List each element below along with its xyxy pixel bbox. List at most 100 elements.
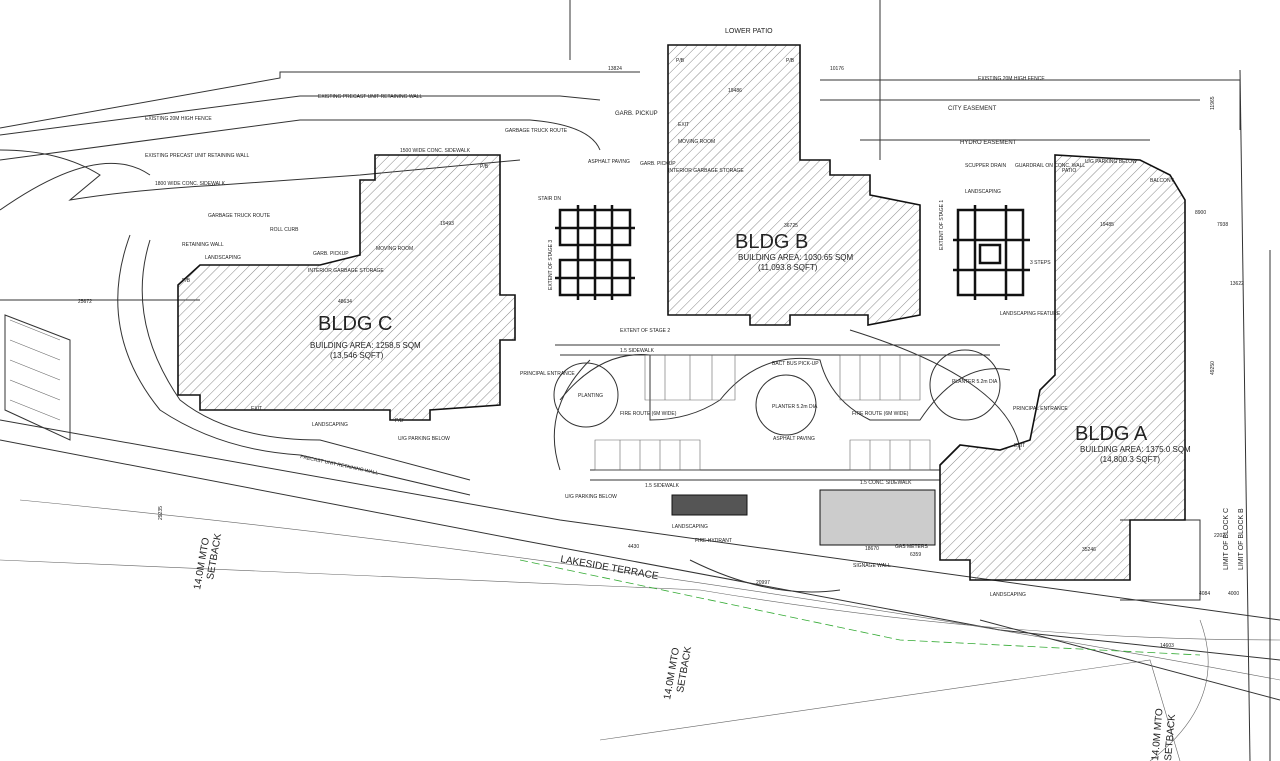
dim-11: 49250 [1210,361,1216,375]
dim-9: 7938 [1217,222,1228,228]
sidewalk-conc-label: 1.5 CONC. SIDEWALK [860,480,912,486]
moving-room-label-2: MOVING ROOM [376,246,413,252]
ug-parking-label-2: U/G PARKING BELOW [1085,159,1137,165]
precast-wall-label-2: EXISTING PRECAST UNIT RETAINING WALL [145,153,249,159]
pb-label-2: P/B [786,58,795,64]
mto-setback-label-3: 14.0M MTO [1150,708,1166,761]
scupper-label: SCUPPER DRAIN [965,163,1007,169]
planter-label-1: PLANTER 5.2m DIA [772,404,818,410]
landscaping-label-3: LANDSCAPING [312,422,348,428]
building-b [667,44,921,326]
ug-parking-label-3: U/G PARKING BELOW [565,494,617,500]
precast-wall-label-low: PRECAST UNIT RETAINING WALL [300,454,379,476]
dim-16: 6359 [910,552,921,558]
exit-label-2: EXIT [1014,443,1025,449]
city-easement-label: CITY EASEMENT [948,106,997,112]
fence-label-left: EXISTING 20M HIGH FENCE [145,116,212,122]
bldg-a-area-sqft: (14,800.3 SQFT) [1100,455,1160,464]
dim-17: 20997 [756,580,770,586]
gas-meters-label: GAS METERS [895,544,928,550]
roll-curb-label: ROLL CURB [270,227,299,233]
sidewalk-1800-label: 1800 WIDE CONC. SIDEWALK [155,181,226,187]
bact-bus-label: BACT BUS PICK-UP [772,361,819,367]
garb-pickup-label-1: GARB. PICKUP [615,111,658,117]
bldg-c-area-sqft: (13,546 SQFT) [330,351,384,360]
landscaping-label-5: LANDSCAPING [672,524,708,530]
garbage-truck-label-2: GARBAGE TRUCK ROUTE [208,213,271,219]
dim-2: 10176 [830,66,844,72]
planting-label: PLANTING [578,393,603,399]
dim-1: 13824 [608,66,622,72]
dim-20: 14603 [1160,643,1174,649]
parking-ramp [819,489,936,546]
fire-route-label-1: FIRE ROUTE (6M WIDE) [620,411,677,417]
landscaping-feature-label: LANDSCAPING FEATURE [1000,311,1061,317]
trellis-structures [555,205,1030,300]
limit-block-label: LIMIT OF BLOCK B [1238,508,1245,570]
bldg-c-area: BUILDING AREA: 1258.5 SQM [310,341,421,350]
fence-label-top: EXISTING 20M HIGH FENCE [978,76,1045,82]
dimensions: 13824 10176 19486 36725 19493 48634 2567… [78,66,1244,649]
planter-label-2: PLANTER 5.2m DIA [952,379,998,385]
precast-wall-label-1: EXISTING PRECAST UNIT RETAINING WALL [318,94,422,100]
dim-5: 19493 [440,221,454,227]
sidewalk-1500-label: 1500 WIDE CONC. SIDEWALK [400,148,471,154]
patio-label: PATIO [1062,168,1076,174]
dim-15: 18670 [865,546,879,552]
building-a [939,154,1186,581]
asphalt-paving-label-2: ASPHALT PAVING [773,436,815,442]
garbage-truck-label-1: GARBAGE TRUCK ROUTE [505,128,568,134]
bldg-b-area-sqft: (11,093.8 SQFT) [758,263,818,272]
sidewalk-15b-label: 1.5 SIDEWALK [645,483,680,489]
pb-label-1: P/B [676,58,685,64]
dim-10: 13622 [1230,281,1244,287]
lakeside-terrace-label: LAKESIDE TERRACE [559,554,659,582]
limit-block-c-label: LIMIT OF BLOCK C [1223,508,1230,570]
dim-18: 4430 [628,544,639,550]
dim-8: 19485 [1100,222,1114,228]
bldg-c-label: BLDG C [318,313,392,335]
dim-3: 19486 [728,88,742,94]
dim-21: 4000 [1228,591,1239,597]
exit-label-3: EXIT [251,406,262,412]
dim-19: 35246 [1082,547,1096,553]
dim-4: 36725 [784,223,798,229]
dim-14: 29235 [158,506,164,520]
building-c [177,154,516,421]
bldg-b-label: BLDG B [735,231,808,253]
landscaping-label-1: LANDSCAPING [965,189,1001,195]
dim-13: 8900 [1195,210,1206,216]
moving-room-label-1: MOVING ROOM [678,139,715,145]
dim-7: 25672 [78,299,92,305]
interior-garbage-label-1: INTERIOR GARBAGE STORAGE [668,168,744,174]
landscaping-label-4: LANDSCAPING [990,592,1026,598]
guardrail-label: GUARDRAIL ON CONC. WALL [1015,163,1085,169]
dim-6: 48634 [338,299,352,305]
ug-parking-label-1: U/G PARKING BELOW [398,436,450,442]
principal-entrance-label-2: PRINCIPAL ENTRANCE [1013,406,1068,412]
pb-label-5: P/B [395,418,404,424]
balcony-label: BALCONY [1150,178,1175,184]
dim-12: 11965 [1210,96,1216,110]
planters [553,349,1001,436]
mto-setback-label-3b: SETBACK [1163,713,1178,761]
garb-pickup-label-3: GARB. PICKUP [313,251,349,257]
asphalt-paving-label-1: ASPHALT PAVING [588,159,630,165]
fire-route-label-2: FIRE ROUTE (6M WIDE) [852,411,909,417]
dim-22: 4084 [1199,591,1210,597]
sidewalk-15-label: 1.5 SIDEWALK [620,348,655,354]
stair-dn-label: STAIR DN [538,196,561,202]
principal-entrance-label-1: PRINCIPAL ENTRANCE [520,371,575,377]
stage-1-label: EXTENT OF STAGE 1 [939,200,945,250]
fire-hydrant-label: FIRE HYDRANT [695,538,732,544]
interior-garbage-label-2: INTERIOR GARBAGE STORAGE [308,268,384,274]
retaining-wall-label: RETAINING WALL [182,242,224,248]
steps-label: 3 STEPS [1030,260,1051,266]
transformer-pad [671,494,748,516]
hydro-easement-label: HYDRO EASEMENT [960,140,1017,146]
garb-pickup-label-2: GARB. PICKUP [640,161,676,167]
stage-2-label: EXTENT OF STAGE 2 [620,328,670,334]
pb-label-3: P/B [480,164,489,170]
landscaping-label-2: LANDSCAPING [205,255,241,261]
